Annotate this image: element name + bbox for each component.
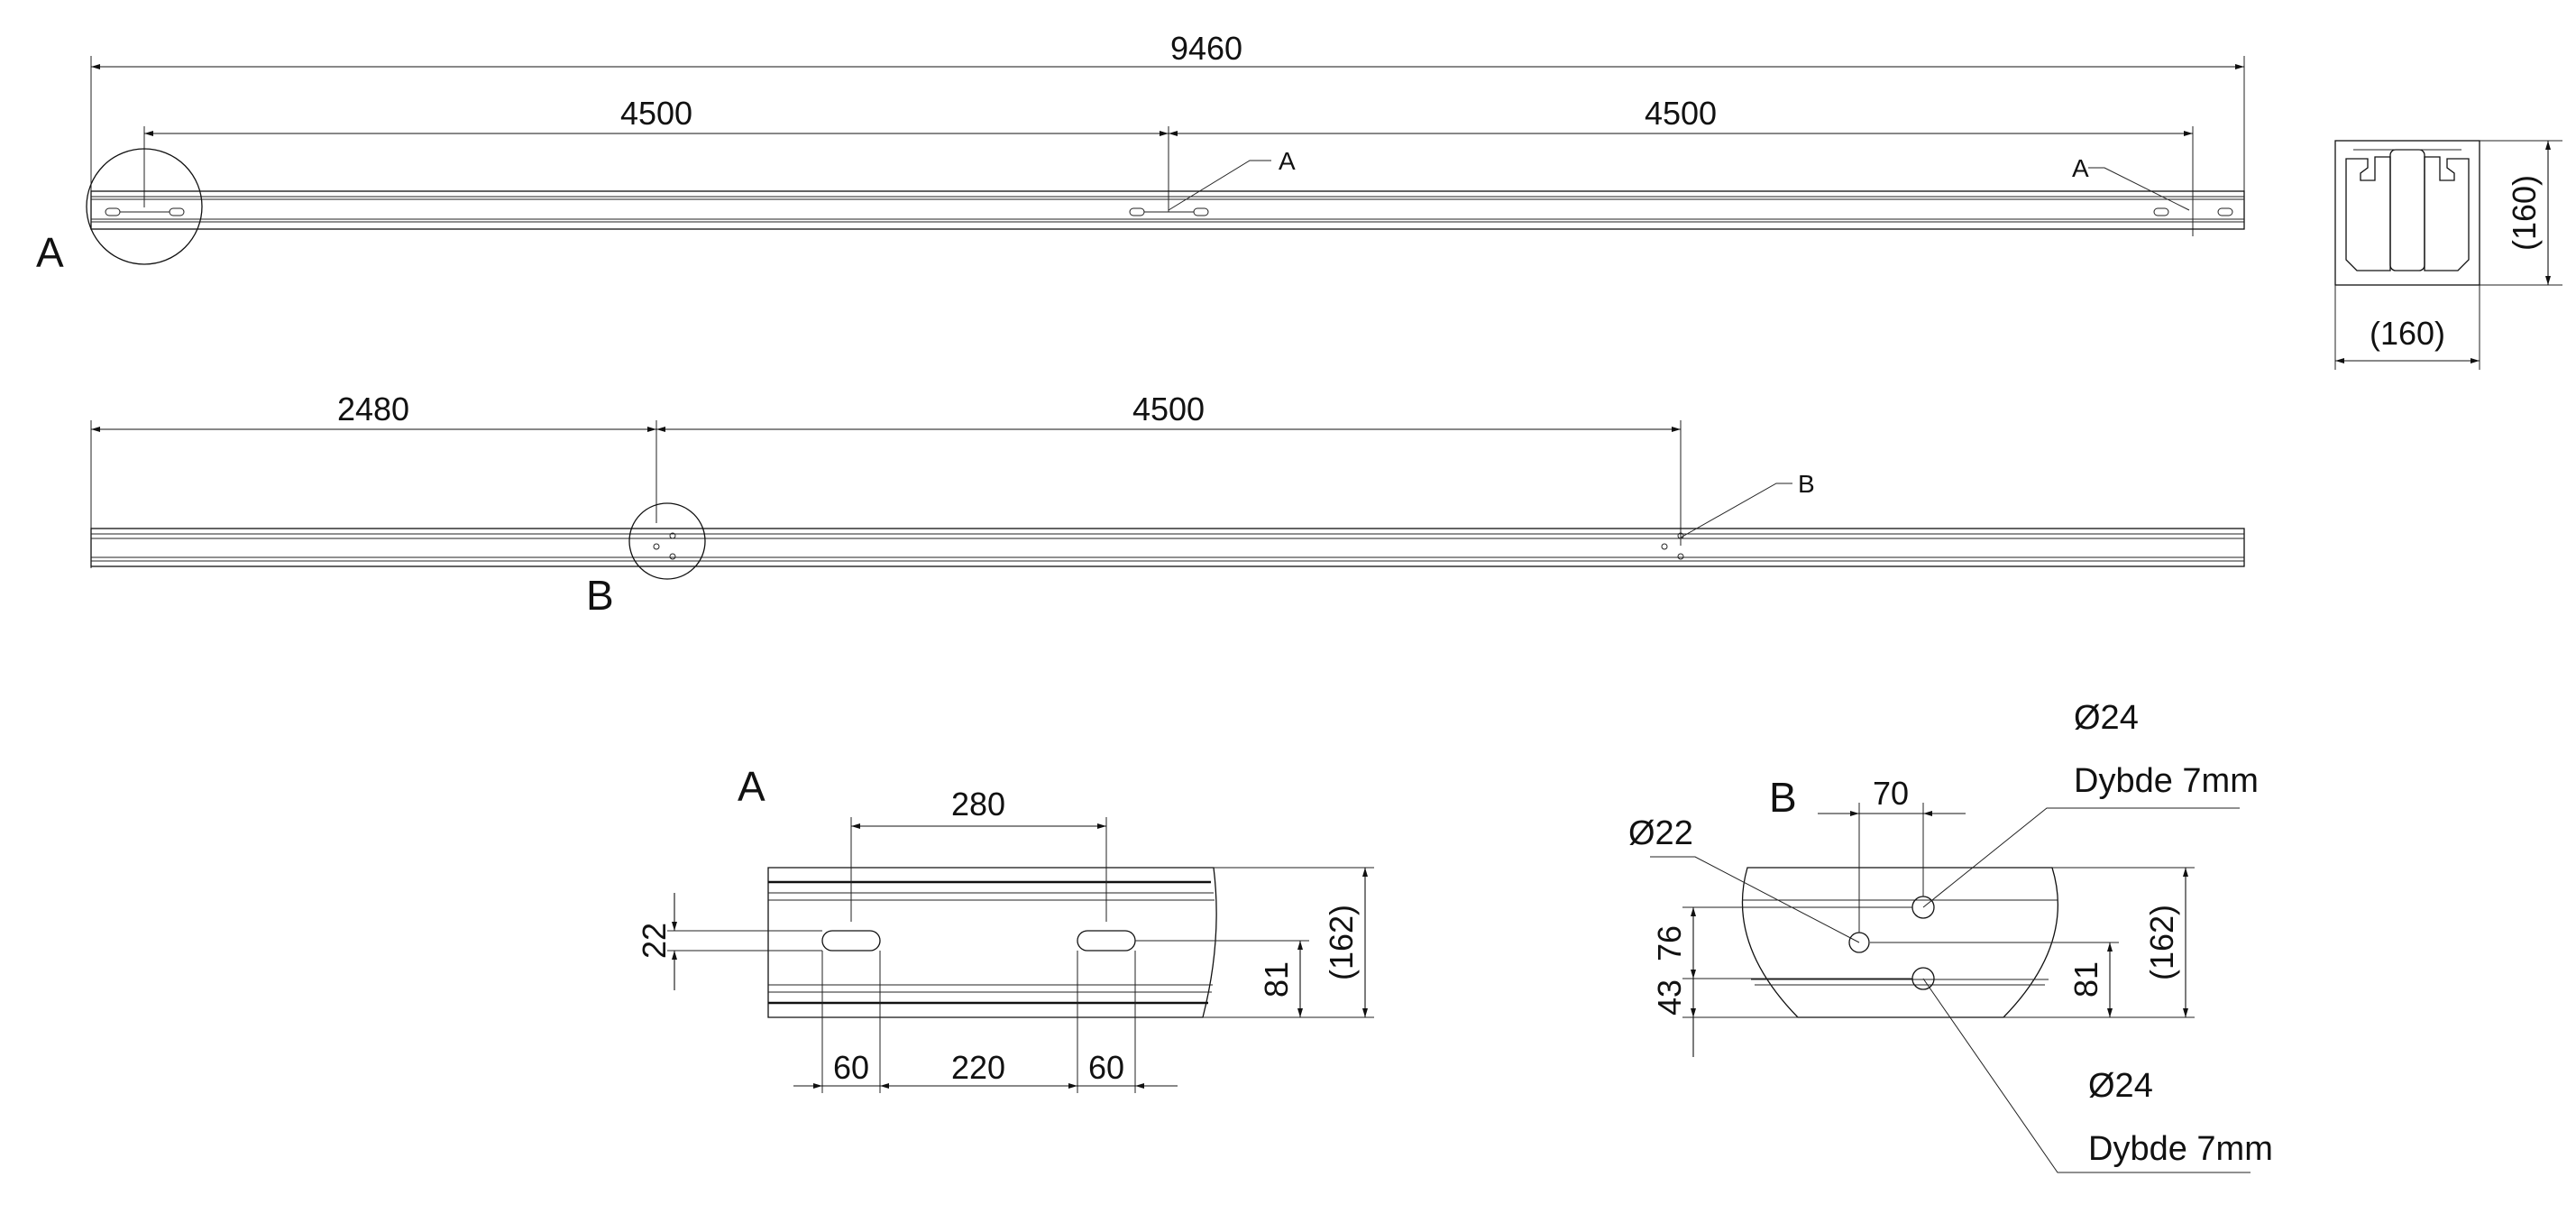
top-profile-view: 9460 4500 4500 — [36, 30, 2245, 276]
cross-section-view: (160) (160) — [2334, 140, 2562, 370]
detail-b-total-height: (162) — [2143, 905, 2180, 980]
overall-length-value: 9460 — [1170, 30, 1242, 67]
detail-b-title: B — [1769, 774, 1797, 821]
bottom-spacing-value: 4500 — [1132, 391, 1205, 428]
detail-a-slot-height: 22 — [636, 923, 673, 959]
left-spacing-dimension: 4500 — [144, 95, 1169, 136]
detail-a-slot-gap: 220 — [951, 1049, 1005, 1086]
right-spacing-value: 4500 — [1645, 95, 1717, 132]
callout-a-center: A — [1168, 147, 1296, 211]
callout-b: B — [1680, 470, 1815, 538]
detail-a-slot-spacing: 280 — [951, 786, 1005, 823]
right-spacing-dimension: 4500 — [1169, 95, 2193, 136]
detail-b-center-height: 81 — [2067, 961, 2104, 998]
detail-b-hole-large-top-label: Ø24 — [2074, 699, 2139, 737]
detail-a-view: A 280 60 220 60 22 — [636, 763, 1374, 1093]
bottom-spacing-dimension: 4500 — [656, 391, 1681, 432]
detail-a-title: A — [738, 763, 765, 810]
left-spacing-value: 4500 — [620, 95, 692, 132]
offset-value: 2480 — [337, 391, 409, 428]
detail-b-dim-76: 76 — [1651, 925, 1688, 961]
detail-a-total-height: (162) — [1323, 905, 1360, 980]
detail-b-depth-bottom: Dybde 7mm — [2088, 1130, 2273, 1168]
detail-b-hole-large-bottom-label: Ø24 — [2088, 1067, 2153, 1105]
callout-a-right-label: A — [2072, 154, 2089, 182]
detail-label-b: B — [586, 572, 614, 619]
detail-a-center-height: 81 — [1258, 961, 1295, 998]
detail-b-hole-small-label: Ø22 — [1628, 814, 1693, 852]
detail-circle-a — [86, 148, 203, 265]
detail-a-slot-width-left: 60 — [833, 1049, 869, 1086]
top-beam — [90, 190, 2245, 230]
offset-dimension: 2480 — [91, 391, 656, 432]
bottom-beam — [90, 528, 2245, 567]
detail-circle-b — [628, 502, 706, 580]
section-height-value: (160) — [2506, 175, 2543, 251]
overall-length-dimension: 9460 — [91, 30, 2244, 69]
callout-b-label: B — [1798, 470, 1815, 498]
detail-a-slot-width-right: 60 — [1088, 1049, 1124, 1086]
callout-a-center-label: A — [1279, 147, 1296, 175]
detail-b-view: B 70 Ø22 Ø24 Dybde 7mm Ø24 Dybde 7mm 76 … — [1628, 699, 2273, 1173]
bottom-profile-view: 2480 4500 B B — [90, 391, 2245, 619]
detail-b-dim-43: 43 — [1651, 979, 1688, 1016]
detail-b-depth-top: Dybde 7mm — [2074, 762, 2259, 800]
section-width-value: (160) — [2370, 315, 2445, 352]
detail-label-a: A — [36, 229, 64, 276]
callout-a-right: A — [2072, 154, 2190, 211]
detail-b-hole-offset: 70 — [1873, 775, 1909, 812]
